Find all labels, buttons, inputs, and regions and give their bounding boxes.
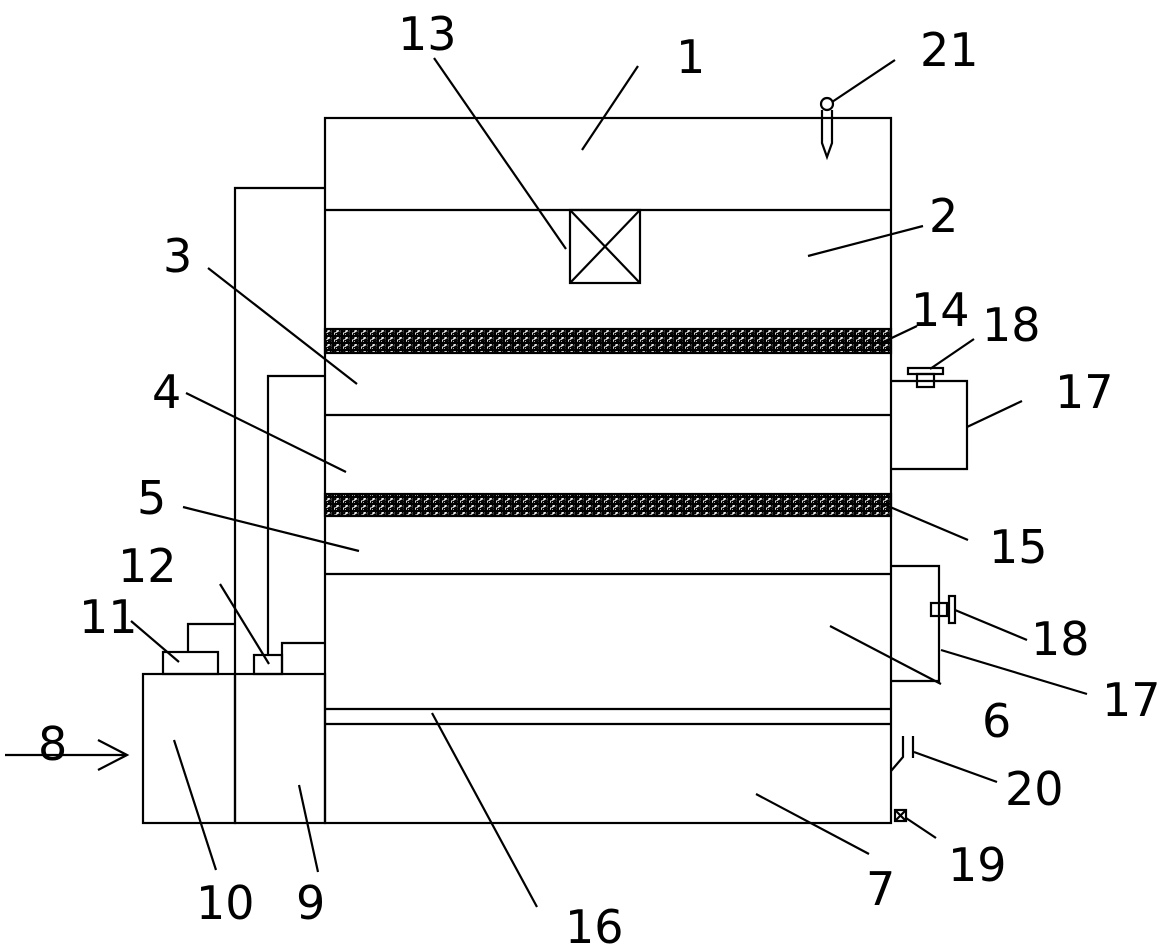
unit-10 [141,672,237,825]
pipe-outer [233,186,325,674]
leader-21 [831,59,896,103]
leader-2 [807,224,924,258]
label-10: 10 [196,876,255,930]
side-box-upper [891,379,969,471]
label-18b: 18 [1031,612,1090,666]
valve-lower-stem [929,601,949,618]
label-21: 21 [920,23,979,77]
drain-valve-19 [893,808,908,823]
label-11: 11 [79,590,138,644]
fan-box [568,208,642,285]
label-20: 20 [1005,762,1064,816]
label-14: 14 [911,283,970,337]
leader-12 [219,583,270,665]
label-6: 6 [982,694,1011,748]
leader-11 [130,620,180,663]
main-vessel [323,116,893,825]
leader-17b [940,648,1088,696]
label-8: 8 [38,717,67,771]
part-12 [252,653,284,676]
leader-20 [913,750,998,784]
part-11-top [186,622,235,652]
label-5: 5 [137,471,166,525]
leader-19 [905,817,937,839]
valve-upper-cap [906,366,945,376]
leader-18a [929,338,975,370]
fan-cross-2 [569,209,641,284]
part-11 [161,650,220,676]
filter-layer-15 [323,492,893,518]
inlet-arrowhead [97,739,130,771]
leader-4 [185,392,347,473]
pipe-inner [266,374,325,655]
label-15: 15 [989,520,1048,574]
leader-1 [581,65,639,151]
part-12-top [280,641,325,674]
label-17a: 17 [1055,365,1114,419]
leader-17a [966,400,1023,428]
leader-7 [755,793,870,855]
label-19: 19 [948,838,1007,892]
label-4: 4 [152,365,181,419]
leader-9 [297,784,320,873]
leader-10 [172,739,218,871]
label-1: 1 [676,30,705,84]
leader-13 [433,57,567,250]
leader-16 [431,712,538,908]
leader-14 [878,325,918,345]
leader-18b [954,608,1028,642]
thermometer-bulb [819,96,835,112]
drain-cross-2 [894,809,907,822]
label-18a: 18 [982,298,1041,352]
label-9: 9 [296,876,325,930]
thermometer-icon [820,110,834,161]
valve-lower-cap [947,594,957,625]
unit-9 [233,672,327,825]
leader-6 [829,625,942,685]
leader-5 [182,505,360,553]
leader-15 [882,502,969,542]
filter-layer-14 [323,327,893,355]
label-3: 3 [163,229,192,283]
label-7: 7 [866,862,895,916]
label-12: 12 [118,539,177,593]
label-13: 13 [398,7,457,61]
label-2: 2 [929,189,958,243]
leader-3 [207,267,358,385]
outlet-pipe-20 [890,736,915,772]
label-17b: 17 [1102,673,1161,727]
side-box-lower [891,564,941,683]
label-16: 16 [565,900,624,951]
